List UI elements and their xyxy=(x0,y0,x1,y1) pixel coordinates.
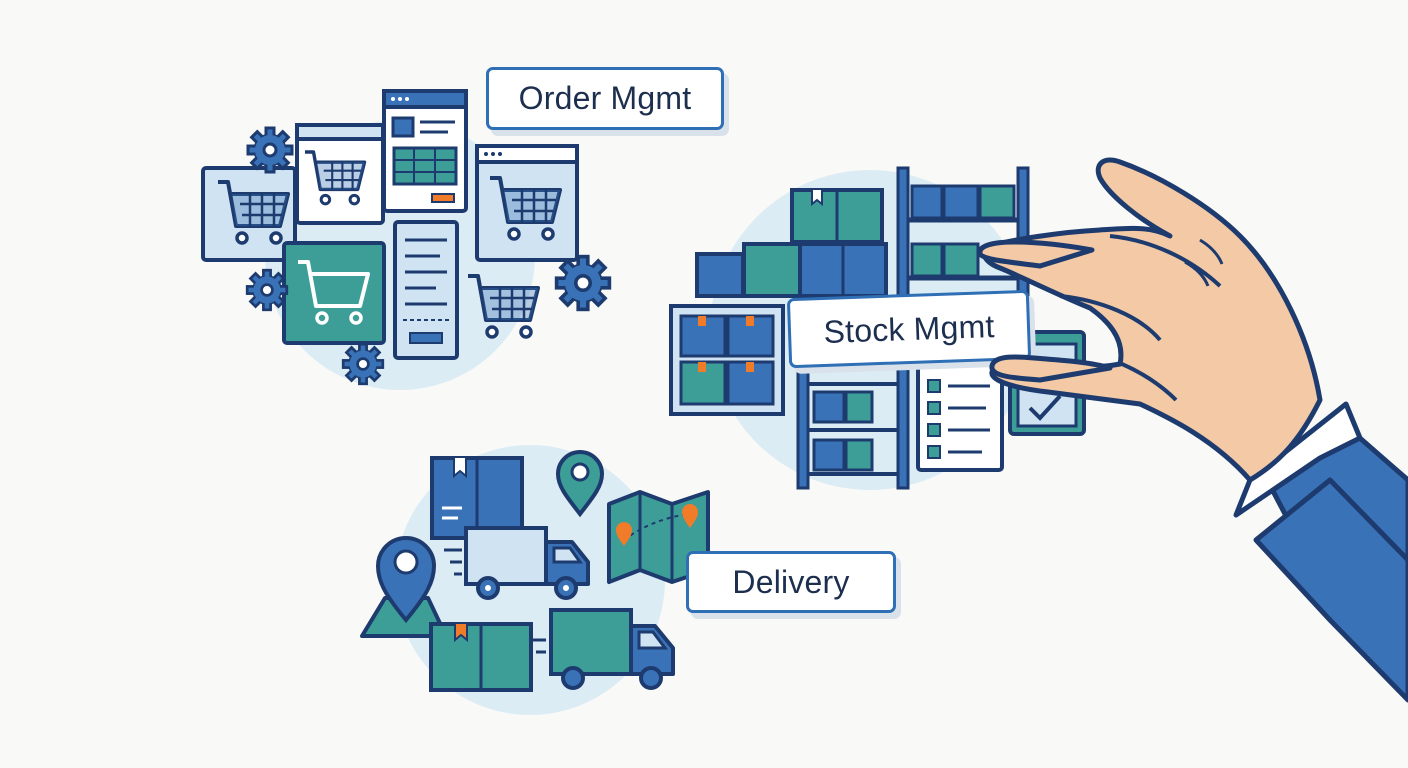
gear-icon xyxy=(246,126,294,174)
cart-window-icon xyxy=(282,241,386,345)
browser-window-icon xyxy=(475,144,579,262)
location-pin-icon xyxy=(360,536,448,638)
cart-window-icon xyxy=(201,166,297,262)
gear-icon xyxy=(341,342,385,386)
box-icon xyxy=(790,188,884,244)
delivery-label: Delivery xyxy=(686,551,896,613)
delivery-cluster xyxy=(360,445,710,715)
order-cluster xyxy=(201,89,612,390)
stock-mgmt-label[interactable]: Stock Mgmt xyxy=(786,289,1032,369)
warehouse-shelf-icon xyxy=(669,304,785,416)
location-pin-icon xyxy=(555,450,605,518)
gear-icon xyxy=(554,254,612,312)
browser-window-icon xyxy=(382,89,468,213)
order-mgmt-label: Order Mgmt xyxy=(486,67,724,130)
box-icon xyxy=(430,456,524,540)
box-icon xyxy=(429,622,533,692)
box-icon xyxy=(695,242,888,298)
browser-window-icon xyxy=(295,123,385,225)
delivery-truck-icon xyxy=(532,608,675,690)
delivery-truck-icon xyxy=(444,526,590,600)
gear-icon xyxy=(245,268,289,312)
checklist-icon xyxy=(916,356,1004,472)
hand-icon xyxy=(981,157,1408,703)
receipt-icon xyxy=(393,220,459,360)
